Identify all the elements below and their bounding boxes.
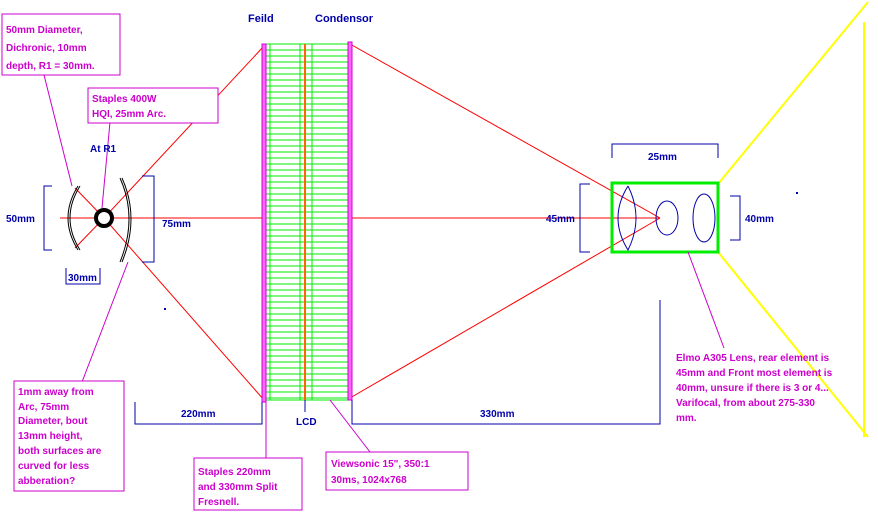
first-lens-note-line: abberation? (18, 476, 75, 487)
fresnel-note-line: and 330mm Split (198, 482, 278, 493)
fresnel-note: Staples 220mm and 330mm Split Fresnell. (193, 457, 303, 511)
projection-lens-note-line: Varifocal, from about 275-330 (676, 398, 815, 409)
lamp (94, 208, 114, 228)
field-heading: Feild (248, 13, 274, 25)
lens-length-label: 25mm (648, 152, 677, 163)
stray-dots (164, 192, 798, 310)
light-rays (60, 43, 661, 401)
projection-lens (610, 181, 720, 254)
reflector-note-line: 50mm Diameter, (6, 25, 83, 36)
throw-cone (717, 1, 869, 438)
first-lens-note-line: Diameter, bout (18, 416, 88, 427)
projection-lens-note-line: 40mm, unsure if there is 3 or 4... (676, 383, 829, 394)
lamp-note-line: HQI, 25mm Arc. (92, 109, 166, 120)
fresnel-grid-outline (265, 43, 349, 401)
leader-lines (43, 74, 725, 458)
fresnel-grid (265, 43, 349, 401)
first-lens-note-line: 13mm height, (18, 431, 83, 442)
projection-lens-note-line: 45mm and Front most element is (676, 368, 833, 379)
lcd-label: LCD (296, 417, 317, 428)
first-lens-note-line: both surfaces are (18, 446, 102, 457)
lcd-note-line: 30ms, 1024x768 (331, 475, 407, 486)
first-lens-note: 1mm away from Arc, 75mm Diameter, bout 1… (13, 380, 125, 492)
reflector-note-line: depth, R1 = 30mm. (6, 61, 95, 72)
reflector-note-line: Dichronic, 10mm (6, 43, 87, 54)
field-distance-label: 220mm (181, 409, 216, 420)
condensor-distance-label: 330mm (480, 409, 515, 420)
fresnel-plates (261, 41, 353, 403)
lamp-note: Staples 400W HQI, 25mm Arc. (87, 87, 219, 124)
fresnel-note-line: Fresnell. (198, 497, 239, 508)
first-lens (119, 177, 132, 263)
fresnel-note-line: Staples 220mm (198, 467, 271, 478)
first-lens-note-line: Arc, 75mm (18, 402, 69, 413)
first-lens-note-line: curved for less (18, 461, 90, 472)
reflector-note: 50mm Diameter, Dichronic, 10mm depth, R1… (1, 13, 121, 76)
projection-lens-note-line: Elmo A305 Lens, rear element is (676, 353, 829, 364)
reflector-depth-label: 30mm (68, 273, 97, 284)
first-lens-height-label: 75mm (162, 219, 191, 230)
dimension-lines (43, 143, 741, 425)
lens-front-label: 40mm (745, 214, 774, 225)
lamp-note-line: Staples 400W (92, 94, 157, 105)
reflector (67, 185, 81, 251)
lcd-note: Viewsonic 15", 350:1 30ms, 1024x768 (325, 451, 469, 491)
first-lens-note-line: 1mm away from (18, 387, 94, 398)
condensor-heading: Condensor (315, 13, 374, 25)
projection-lens-note: Elmo A305 Lens, rear element is 45mm and… (676, 353, 833, 424)
at-r1-label: At R1 (90, 144, 117, 155)
reflector-diameter-label: 50mm (6, 214, 35, 225)
lens-rear-label: 45mm (546, 214, 575, 225)
lcd-note-line: Viewsonic 15", 350:1 (331, 459, 430, 470)
projection-lens-note-line: mm. (676, 413, 697, 424)
